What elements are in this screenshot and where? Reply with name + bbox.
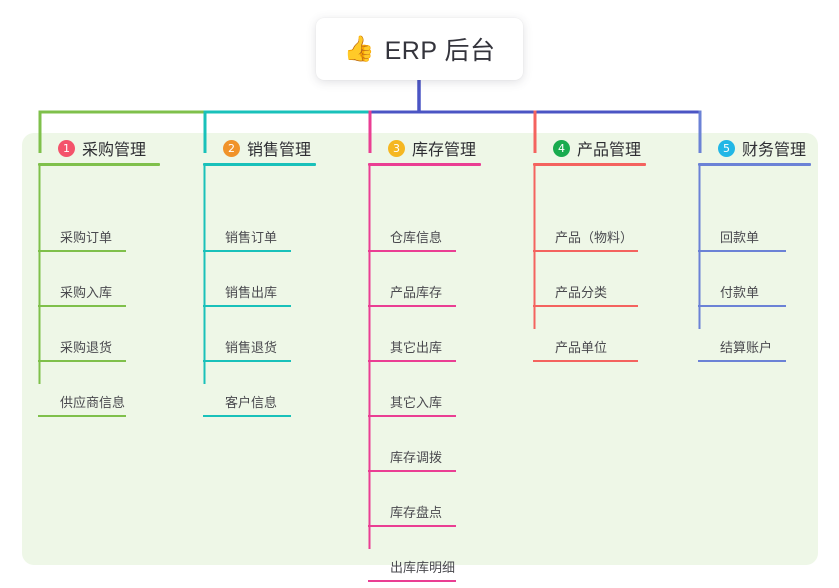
leaf-rule [38, 360, 126, 362]
branch-title: 销售管理 [247, 142, 312, 159]
branch-header[interactable]: 1 采购管理 [38, 133, 188, 163]
leaf-rule [698, 305, 786, 307]
leaf-rule [368, 360, 456, 362]
branch-column-5: 5 财务管理回款单付款单结算账户 [698, 133, 839, 362]
leaf-item[interactable]: 供应商信息 [38, 377, 188, 417]
branch-leaf-list: 采购订单采购入库采购退货供应商信息 [38, 166, 188, 417]
leaf-label: 采购订单 [60, 230, 113, 245]
leaf-item[interactable]: 客户信息 [203, 377, 353, 417]
leaf-label: 供应商信息 [60, 395, 126, 410]
leaf-item[interactable]: 采购订单 [38, 212, 188, 252]
leaf-label: 仓库信息 [390, 230, 443, 245]
leaf-item[interactable]: 回款单 [698, 212, 839, 252]
leaf-item[interactable]: 付款单 [698, 267, 839, 307]
leaf-label: 库存盘点 [390, 505, 443, 520]
branch-header-rule [203, 163, 316, 166]
thumbs-up-icon: 👍 [343, 34, 375, 63]
branch-leaf-list: 仓库信息产品库存其它出库其它入库库存调拨库存盘点出库库明细 [368, 166, 518, 582]
leaf-item[interactable]: 产品分类 [533, 267, 693, 307]
leaf-item[interactable]: 销售退货 [203, 322, 353, 362]
branch-column-2: 2 销售管理销售订单销售出库销售退货客户信息 [203, 133, 353, 417]
branch-leaf-list: 销售订单销售出库销售退货客户信息 [203, 166, 353, 417]
leaf-label: 回款单 [720, 230, 760, 245]
branch-column-1: 1 采购管理采购订单采购入库采购退货供应商信息 [38, 133, 188, 417]
leaf-label: 销售退货 [225, 340, 278, 355]
leaf-item[interactable]: 其它入库 [368, 377, 518, 417]
leaf-label: 客户信息 [225, 395, 278, 410]
leaf-label: 其它出库 [390, 340, 443, 355]
branch-header[interactable]: 5 财务管理 [698, 133, 839, 163]
leaf-label: 结算账户 [720, 340, 773, 355]
leaf-item[interactable]: 产品库存 [368, 267, 518, 307]
leaf-label: 销售出库 [225, 285, 278, 300]
root-node[interactable]: 👍 ERP 后台 [316, 18, 523, 80]
branch-header[interactable]: 2 销售管理 [203, 133, 353, 163]
branch-number-badge: 2 [223, 139, 240, 157]
leaf-rule [368, 250, 456, 252]
branch-number-badge: 5 [718, 139, 735, 157]
branch-leaf-list: 产品（物料） 产品分类产品单位 [533, 166, 693, 362]
leaf-rule [203, 305, 291, 307]
branch-column-4: 4 产品管理产品（物料） 产品分类产品单位 [533, 133, 693, 362]
leaf-label: 销售订单 [225, 230, 278, 245]
leaf-item[interactable]: 产品（物料） [533, 212, 693, 252]
leaf-rule [203, 360, 291, 362]
leaf-item[interactable]: 采购退货 [38, 322, 188, 362]
branch-title: 财务管理 [742, 142, 807, 159]
leaf-label: 库存调拨 [390, 450, 443, 465]
branch-column-3: 3 库存管理仓库信息产品库存其它出库其它入库库存调拨库存盘点出库库明细 [368, 133, 518, 582]
leaf-rule [368, 470, 456, 472]
branch-number-badge: 1 [58, 139, 75, 157]
branch-title: 采购管理 [82, 142, 147, 159]
leaf-rule [203, 415, 291, 417]
leaf-label: 产品（物料） [555, 230, 634, 245]
leaf-item[interactable]: 出库库明细 [368, 542, 518, 582]
leaf-item[interactable]: 库存盘点 [368, 487, 518, 527]
leaf-rule [38, 250, 126, 252]
leaf-item[interactable]: 库存调拨 [368, 432, 518, 472]
leaf-label: 产品单位 [555, 340, 608, 355]
leaf-item[interactable]: 销售出库 [203, 267, 353, 307]
leaf-item[interactable]: 销售订单 [203, 212, 353, 252]
branch-header[interactable]: 4 产品管理 [533, 133, 693, 163]
leaf-rule [368, 305, 456, 307]
leaf-rule [368, 415, 456, 417]
branch-title: 库存管理 [412, 142, 477, 159]
branch-header[interactable]: 3 库存管理 [368, 133, 518, 163]
leaf-rule [368, 580, 456, 582]
leaf-rule [38, 415, 126, 417]
leaf-label: 出库库明细 [390, 560, 456, 575]
leaf-label: 其它入库 [390, 395, 443, 410]
leaf-item[interactable]: 其它出库 [368, 322, 518, 362]
branch-title: 产品管理 [577, 142, 642, 159]
leaf-rule [533, 360, 638, 362]
leaf-label: 产品分类 [555, 285, 608, 300]
branch-header-rule [38, 163, 160, 166]
leaf-rule [38, 305, 126, 307]
leaf-item[interactable]: 仓库信息 [368, 212, 518, 252]
leaf-label: 采购入库 [60, 285, 113, 300]
branch-leaf-list: 回款单付款单结算账户 [698, 166, 839, 362]
leaf-rule [698, 250, 786, 252]
branch-number-badge: 4 [553, 139, 570, 157]
leaf-item[interactable]: 产品单位 [533, 322, 693, 362]
branch-number-badge: 3 [388, 139, 405, 157]
leaf-label: 采购退货 [60, 340, 113, 355]
leaf-rule [203, 250, 291, 252]
root-title: ERP 后台 [384, 37, 496, 65]
leaf-rule [533, 250, 638, 252]
leaf-label: 付款单 [720, 285, 760, 300]
leaf-item[interactable]: 采购入库 [38, 267, 188, 307]
leaf-rule [533, 305, 638, 307]
leaf-rule [368, 525, 456, 527]
leaf-rule [698, 360, 786, 362]
branch-header-rule [533, 163, 646, 166]
branch-header-rule [698, 163, 811, 166]
leaf-label: 产品库存 [390, 285, 443, 300]
branch-header-rule [368, 163, 481, 166]
leaf-item[interactable]: 结算账户 [698, 322, 839, 362]
diagram-panel [22, 133, 818, 565]
